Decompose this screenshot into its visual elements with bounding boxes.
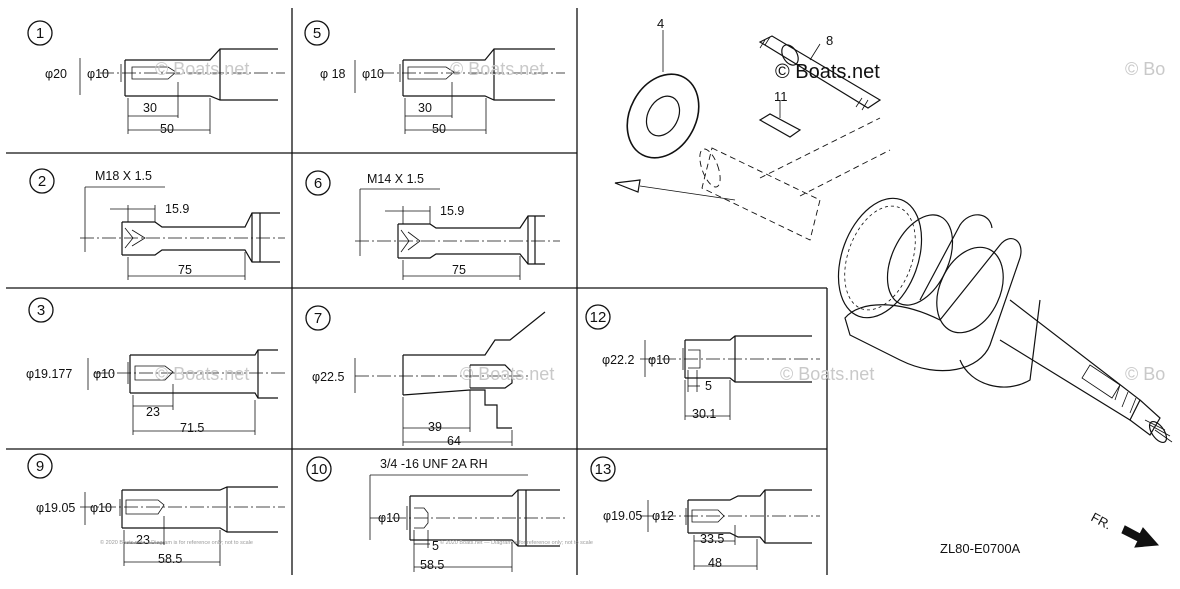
watermark: © Boats.net: [155, 59, 249, 79]
panel-9: 9 φ19.05 φ10 23 58.5: [27, 453, 285, 566]
diagram-code: ZL80-E0700A: [940, 541, 1021, 556]
dimension-label: φ10: [648, 353, 670, 367]
panel-number: 6: [314, 175, 322, 192]
dimension-label: 30: [418, 101, 432, 115]
dimension-label: 64: [447, 434, 461, 448]
thread-spec: 3/4 -16 UNF 2A RH: [380, 457, 488, 471]
watermark: © Boats.net: [780, 364, 874, 384]
panel-10: 10 3/4 -16 UNF 2A RH φ10 5 58.5: [306, 456, 565, 572]
panel-grid: [6, 8, 828, 575]
dimension-label: φ10: [362, 67, 384, 81]
watermark: © Bo: [1125, 59, 1165, 79]
crankshaft-assembly-illustration: 4 8 11: [614, 16, 1173, 444]
panel-13: 13 φ19.05 φ12 33.5 48: [590, 456, 820, 570]
panel-5: 5 φ 18 φ10 30 50: [304, 20, 565, 136]
panel-number: 2: [38, 173, 46, 190]
dimension-label: 50: [160, 122, 174, 136]
watermark: © Boats.net: [450, 59, 544, 79]
watermarks: © Boats.net © Boats.net © Boats.net © Bo…: [100, 59, 1165, 546]
dimension-label: 48: [708, 556, 722, 570]
front-arrow-icon: [1121, 525, 1160, 548]
dimension-label: φ10: [87, 67, 109, 81]
dimension-label: 33.5: [700, 532, 724, 546]
thread-spec: M18 X 1.5: [95, 169, 152, 183]
front-direction-indicator: FR.: [1089, 509, 1160, 548]
dimension-label: φ12: [652, 509, 674, 523]
dimension-label: 23: [136, 533, 150, 547]
dimension-label: 5: [432, 539, 439, 553]
dimension-label: 5: [705, 379, 712, 393]
dimension-label: φ10: [90, 501, 112, 515]
dimension-label: 75: [178, 263, 192, 277]
panel-number: 3: [37, 302, 45, 319]
front-label: FR.: [1089, 509, 1115, 532]
part-number-shaft: 8: [826, 33, 833, 48]
part-number-washer: 4: [657, 16, 664, 31]
panel-number: 9: [36, 458, 44, 475]
watermark: © Bo: [1125, 364, 1165, 384]
dimension-label: 23: [146, 405, 160, 419]
panel-6: 6 M14 X 1.5 15.9 75: [305, 170, 560, 280]
panel-number: 7: [314, 310, 322, 327]
dimension-label: 30: [143, 101, 157, 115]
dimension-label: φ20: [45, 67, 67, 81]
dimension-label: φ19.05: [603, 509, 642, 523]
panel-2: 2 M18 X 1.5 15.9 75: [29, 168, 285, 280]
dimension-label: φ19.05: [36, 501, 75, 515]
dimension-label: 30.1: [692, 407, 716, 421]
copyright-note: © 2020 Boats.net — Diagram is for refere…: [440, 539, 593, 546]
dimension-label: 71.5: [180, 421, 204, 435]
dimension-label: 58.5: [420, 558, 444, 572]
panel-7: 7 φ22.5 39 64: [305, 305, 546, 448]
panel-number: 10: [311, 461, 328, 478]
dimension-label: 15.9: [165, 202, 189, 216]
dimension-label: φ19.177: [26, 367, 72, 381]
watermark: © Boats.net: [775, 61, 880, 83]
dimension-label: 50: [432, 122, 446, 136]
dimension-label: φ10: [93, 367, 115, 381]
panel-number: 12: [590, 309, 607, 326]
copyright-note: © 2020 Boats.net — Diagram is for refere…: [100, 539, 253, 546]
dimension-label: 58.5: [158, 552, 182, 566]
part-number-key: 11: [774, 89, 788, 104]
panel-number: 13: [595, 461, 612, 478]
dimension-label: φ22.2: [602, 353, 634, 367]
dimension-label: φ10: [378, 511, 400, 525]
dimension-label: 15.9: [440, 204, 464, 218]
panel-number: 1: [36, 25, 44, 42]
watermark: © Boats.net: [460, 364, 554, 384]
watermark: © Boats.net: [155, 364, 249, 384]
panel-3: 3 φ19.177 φ10 23 71.5: [26, 297, 285, 435]
dimension-label: 39: [428, 420, 442, 434]
panel-1: 1 φ20 φ10 30 50: [27, 20, 285, 136]
thread-spec: M14 X 1.5: [367, 172, 424, 186]
panel-number: 5: [313, 25, 321, 42]
panel-12: 12 φ22.2 φ10 5 30.1: [585, 304, 820, 421]
dimension-label: φ 18: [320, 67, 346, 81]
dimension-label: 75: [452, 263, 466, 277]
dimension-label: φ22.5: [312, 370, 344, 384]
